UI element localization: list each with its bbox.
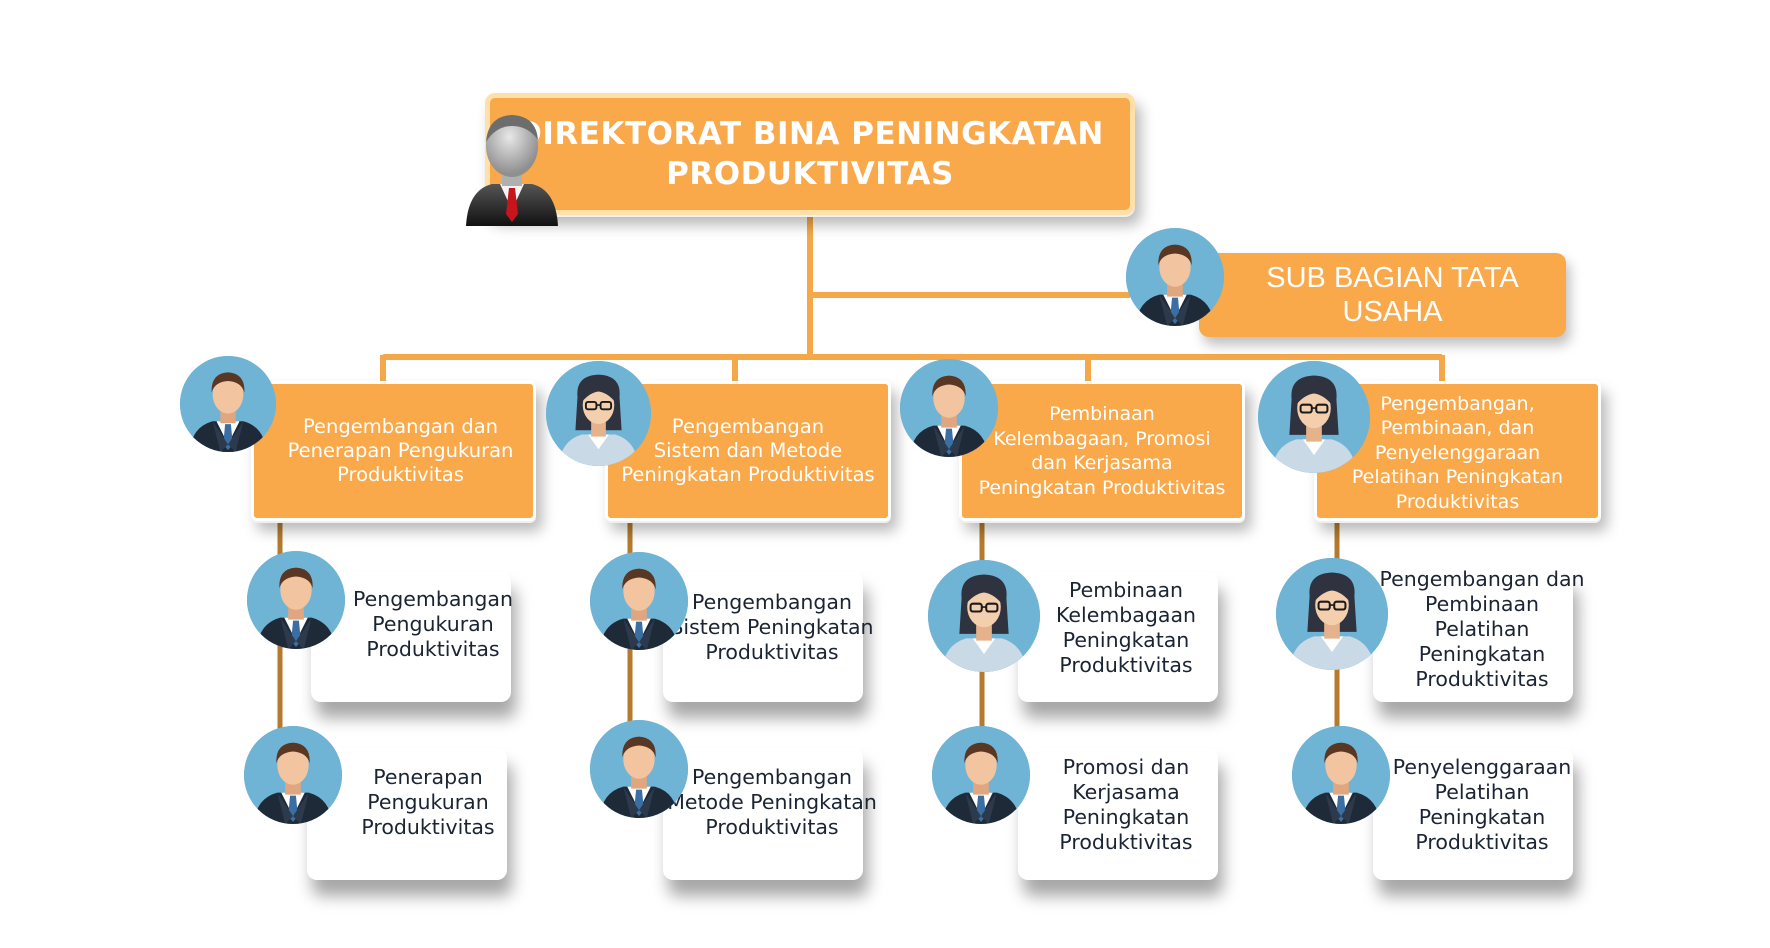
section-3-2-title: Promosi dan Kerjasama Peningkatan Produk… — [1059, 755, 1193, 854]
section-box-3-1[interactable] — [1018, 572, 1218, 702]
director-box[interactable]: DIREKTORAT BINA PENINGKATAN PRODUKTIVITA… — [485, 93, 1135, 215]
male-avatar-icon — [1292, 726, 1390, 824]
section-1-1-title: Pengembangan Pengukuran Produktivitas — [353, 587, 513, 661]
division-box-2[interactable]: Pengembangan Sistem dan Metode Peningkat… — [605, 381, 891, 521]
division-1-title: Pengembangan dan Penerapan Pengukuran Pr… — [287, 415, 514, 486]
male-avatar-icon — [932, 726, 1030, 824]
section-box-4-2[interactable] — [1373, 748, 1573, 880]
section-box-4-1[interactable] — [1373, 572, 1573, 702]
division-box-3[interactable]: Pembinaan Kelembagaan, Promosi dan Kerja… — [959, 381, 1245, 521]
male-avatar-icon — [244, 726, 342, 824]
section-box-2-2[interactable] — [663, 748, 863, 880]
division-3-title: Pembinaan Kelembagaan, Promosi dan Kerja… — [978, 403, 1226, 499]
female-avatar-icon — [928, 560, 1040, 672]
sub-bagian-box[interactable]: SUB BAGIAN TATA USAHA — [1199, 253, 1566, 337]
director-avatar-icon — [462, 110, 562, 228]
male-avatar-icon — [180, 356, 276, 452]
director-title: DIREKTORAT BINA PENINGKATAN PRODUKTIVITA… — [516, 116, 1104, 192]
division-2-title: Pengembangan Sistem dan Metode Peningkat… — [621, 415, 875, 486]
section-box-2-1[interactable] — [663, 572, 863, 702]
division-4-title: Pengembangan, Pembinaan, dan Penyelengga… — [1351, 392, 1564, 513]
female-avatar-icon — [1258, 361, 1370, 473]
section-box-3-2[interactable] — [1018, 748, 1218, 880]
section-3-1-title: Pembinaan Kelembagaan Peningkatan Produk… — [1055, 578, 1197, 677]
section-2-1-title: Pengembangan Sistem Peningkatan Produkti… — [670, 590, 874, 664]
male-avatar-icon — [590, 552, 688, 650]
sub-bagian-title: SUB BAGIAN TATA USAHA — [1266, 262, 1519, 328]
division-box-1[interactable]: Pengembangan dan Penerapan Pengukuran Pr… — [251, 381, 536, 521]
female-avatar-icon — [546, 361, 651, 466]
female-avatar-icon — [1276, 558, 1388, 670]
male-avatar-icon — [1126, 228, 1224, 326]
male-avatar-icon — [247, 551, 345, 649]
section-4-2-title: Penyelenggaraan Pelatihan Peningkatan Pr… — [1392, 755, 1572, 854]
section-1-2-title: Penerapan Pengukuran Produktivitas — [361, 765, 495, 839]
male-avatar-icon — [590, 720, 688, 818]
male-avatar-icon — [900, 359, 998, 457]
section-4-1-title: Pengembangan dan Pembinaan Pelatihan Pen… — [1379, 567, 1585, 691]
section-2-2-title: Pengembangan Metode Peningkatan Produkti… — [667, 765, 877, 839]
